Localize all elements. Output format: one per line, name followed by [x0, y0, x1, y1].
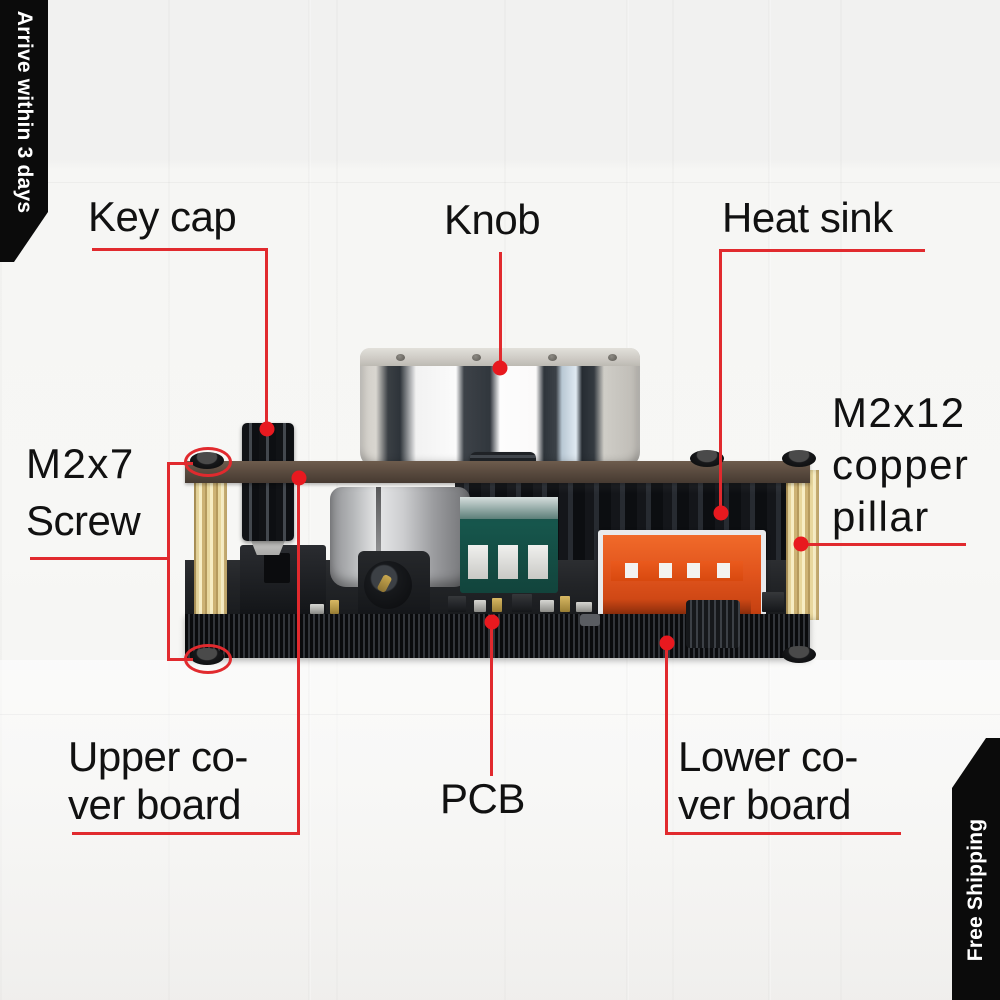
promo-ribbon-right-text: Free Shipping	[964, 818, 987, 962]
callout-label-screw-line1: M2x7	[26, 440, 135, 487]
leader-dot-key-cap	[259, 421, 275, 437]
callout-label-screw-line2: Screw	[26, 497, 141, 544]
knob-screw	[396, 354, 405, 361]
promo-ribbon-left: Arrive within 3 days	[0, 0, 48, 262]
board-screw-bottom-right	[782, 646, 816, 663]
board-screw-top-mid	[690, 450, 724, 467]
callout-label-key-cap: Key cap	[88, 193, 237, 240]
smd-component	[310, 604, 324, 614]
teal-component-pad	[528, 545, 548, 579]
leader-line-screw-top-branch	[167, 462, 193, 465]
callout-label-heat-sink: Heat sink	[722, 194, 893, 241]
promo-ribbon-right: Free Shipping	[952, 738, 1000, 1000]
callout-label-copper-pillar-line2: copper	[832, 441, 970, 488]
leader-line-upper-cover-board	[72, 832, 300, 835]
background-floor-line	[0, 182, 1000, 183]
usb-pin	[625, 563, 638, 578]
callout-label-copper-pillar-line1: M2x12	[832, 389, 966, 436]
leader-line-lower-cover-board	[665, 643, 668, 835]
highlight-ellipse-screw-top	[184, 447, 232, 477]
usb-pin	[687, 563, 700, 578]
connector-notch	[264, 553, 290, 583]
leader-line-screw	[167, 463, 170, 661]
capacitor-seam	[376, 487, 381, 587]
usb-pin	[659, 563, 672, 578]
smd-component	[540, 600, 554, 612]
teal-component-pad	[498, 545, 518, 579]
knob-screw	[548, 354, 557, 361]
knob-screw	[608, 354, 617, 361]
teal-transformer-component	[460, 497, 558, 593]
leader-line-key-cap	[265, 248, 268, 430]
leader-line-key-cap	[92, 248, 268, 251]
leader-dot-lower-cover-board	[659, 635, 675, 651]
smd-component	[474, 600, 486, 612]
smd-component	[560, 596, 570, 612]
background-floor-line	[0, 714, 1000, 715]
smd-component	[762, 592, 784, 612]
callout-label-upper-cover-board-line1: Upper co-	[68, 733, 248, 780]
leader-dot-upper-cover-board	[291, 470, 307, 486]
smd-component	[330, 600, 339, 614]
leader-line-knob	[499, 252, 502, 370]
leader-line-heat-sink	[719, 249, 925, 252]
teal-component-top	[460, 497, 558, 519]
smd-component	[576, 602, 592, 612]
callout-label-pcb: PCB	[440, 775, 525, 822]
copper-pillar-left	[194, 470, 227, 620]
usb-pin	[717, 563, 730, 578]
callout-label-lower-cover-board-line2: ver board	[678, 781, 851, 828]
smd-component	[492, 598, 502, 612]
leader-line-screw-bottom-branch	[167, 658, 193, 661]
leader-dot-heat-sink	[713, 505, 729, 521]
callout-label-knob: Knob	[444, 196, 541, 243]
promo-ribbon-left-text: Arrive within 3 days	[13, 10, 36, 214]
lower-board-notch	[580, 614, 600, 626]
callout-label-upper-cover-board-line2: ver board	[68, 781, 241, 828]
leader-dot-pcb	[484, 614, 500, 630]
usb-a-port	[598, 530, 766, 622]
leader-line-copper-pillar	[800, 543, 966, 546]
leader-line-heat-sink	[719, 249, 722, 513]
knurled-standoff	[686, 600, 740, 648]
usb-inner-tongue	[611, 561, 743, 581]
upper-cover-board	[185, 461, 810, 483]
leader-dot-copper-pillar	[793, 536, 809, 552]
knob-screw	[472, 354, 481, 361]
leader-line-pcb	[490, 622, 493, 776]
leader-line-upper-cover-board	[297, 478, 300, 835]
dc-barrel-jack	[358, 551, 430, 617]
teal-component-pad	[468, 545, 488, 579]
smd-component	[448, 596, 466, 612]
highlight-ellipse-screw-bottom	[184, 644, 232, 674]
background-seam	[308, 0, 311, 1000]
leader-dot-knob	[492, 360, 508, 376]
leader-line-lower-cover-board	[665, 832, 901, 835]
leader-line-screw	[30, 557, 170, 560]
smd-component	[512, 594, 532, 612]
board-screw-top-right	[782, 450, 816, 467]
callout-label-lower-cover-board-line1: Lower co-	[678, 733, 858, 780]
callout-label-copper-pillar-line3: pillar	[832, 493, 930, 540]
